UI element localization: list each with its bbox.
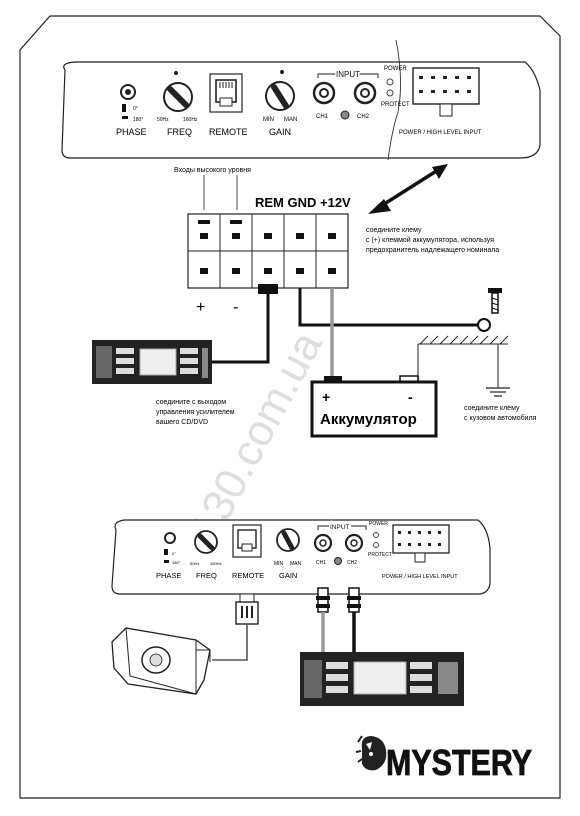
freq-mark-160hz: 160Hz [210, 561, 222, 566]
cd-note-line-3: вашего CD/DVD [156, 419, 208, 426]
power-connector-icon[interactable] [412, 67, 480, 105]
power-led-label: POWER [384, 66, 407, 72]
ch1-label: CH1 [316, 560, 326, 566]
remote-cable [212, 593, 259, 661]
wiring-section: Входы высокого уровня REM GND +12V + - с… [92, 167, 537, 438]
battery-note-line-1: соедините клему [366, 227, 422, 234]
phase-mark-0: 0° [133, 106, 138, 112]
power-led-label: POWER [369, 521, 388, 527]
battery-note-line-2: с (+) клеммой аккумулятора, используя [366, 236, 494, 244]
head-unit-bottom-icon [300, 652, 464, 706]
gain-mark-man: MAN [284, 117, 297, 123]
gain-mark-min: MIN [274, 561, 284, 567]
lion-head-icon [355, 735, 387, 771]
cd-note-line-1: соедините с выходом [156, 399, 226, 406]
phase-mark-180: 180° [133, 117, 143, 123]
phase-switch-icon[interactable] [164, 532, 176, 544]
mode-switch-icon[interactable] [340, 110, 350, 120]
ground-symbol-icon [486, 387, 510, 397]
speaker-plus-sign: + [196, 299, 205, 316]
amplifier-panel-bottom: 0° 180° PHASE 50Hz 160Hz FREQ REMOTE MIN… [111, 519, 491, 595]
power-led-icon [373, 532, 379, 538]
battery-label: Аккумулятор [320, 411, 417, 428]
brand-name: MYSTERY [386, 742, 532, 783]
ch2-label: CH2 [347, 560, 357, 566]
speaker-minus-sign: - [233, 299, 238, 316]
ground-screw-icon [477, 288, 502, 332]
remote-label: REMOTE [232, 571, 264, 580]
terminal-header: REM GND +12V [255, 195, 351, 210]
freq-mark-50hz: 50Hz [190, 561, 199, 566]
protect-led-icon [373, 542, 379, 548]
double-arrow-icon [368, 164, 448, 214]
power-led-icon [386, 78, 394, 86]
gain-mark-min: MIN [263, 117, 274, 123]
power-connector-icon[interactable] [392, 524, 450, 554]
rca-cables [316, 587, 361, 654]
freq-label: FREQ [196, 571, 217, 580]
ch2-label: CH2 [357, 114, 370, 120]
gain-label: GAIN [279, 571, 297, 580]
freq-mark-160hz: 160Hz [183, 117, 198, 123]
protect-led-icon [386, 89, 394, 97]
gain-mark-man: MAN [290, 561, 302, 567]
high-level-inputs-label: Входы высокого уровня [174, 167, 251, 174]
brand-logo: MYSTERY [355, 735, 532, 783]
power-input-label: POWER / HIGH LEVEL INPUT [399, 130, 482, 136]
remote-label: REMOTE [209, 127, 248, 137]
ground-note-line-2: с кузовом автомобиля [464, 414, 537, 422]
protect-led-label: PROTECT [381, 102, 410, 108]
power-input-label: POWER / HIGH LEVEL INPUT [382, 574, 458, 580]
page-frame [19, 15, 561, 799]
input-label: INPUT [336, 70, 360, 79]
bass-remote-icon [111, 627, 211, 695]
cd-note-line-2: управления усилителем [156, 409, 235, 416]
phase-label: PHASE [156, 571, 181, 580]
freq-mark-50hz: 50Hz [157, 117, 169, 123]
ground-note-line-1: соедините клему [464, 405, 520, 412]
phase-label: PHASE [116, 127, 147, 137]
gain-label: GAIN [269, 127, 291, 137]
protect-led-label: PROTECT [368, 552, 392, 558]
battery-minus-sign: - [408, 389, 413, 405]
phase-mark-180: 180° [172, 560, 181, 565]
battery-plus-sign: + [322, 389, 330, 405]
amplifier-panel-top: 0° 180° PHASE 50Hz 160Hz FREQ REMOTE MIN… [61, 39, 541, 161]
mode-switch-icon[interactable] [334, 557, 342, 565]
freq-label: FREQ [167, 127, 192, 137]
ch1-label: CH1 [316, 114, 329, 120]
battery-icon: + - Аккумулятор [310, 375, 438, 438]
battery-note-line-3: предохранитель надлежащего номинала [366, 247, 499, 254]
head-unit-icon [92, 340, 212, 384]
car-body-hatch [417, 335, 509, 388]
phase-mark-0: 0° [172, 551, 176, 556]
input-label: INPUT [330, 524, 350, 531]
